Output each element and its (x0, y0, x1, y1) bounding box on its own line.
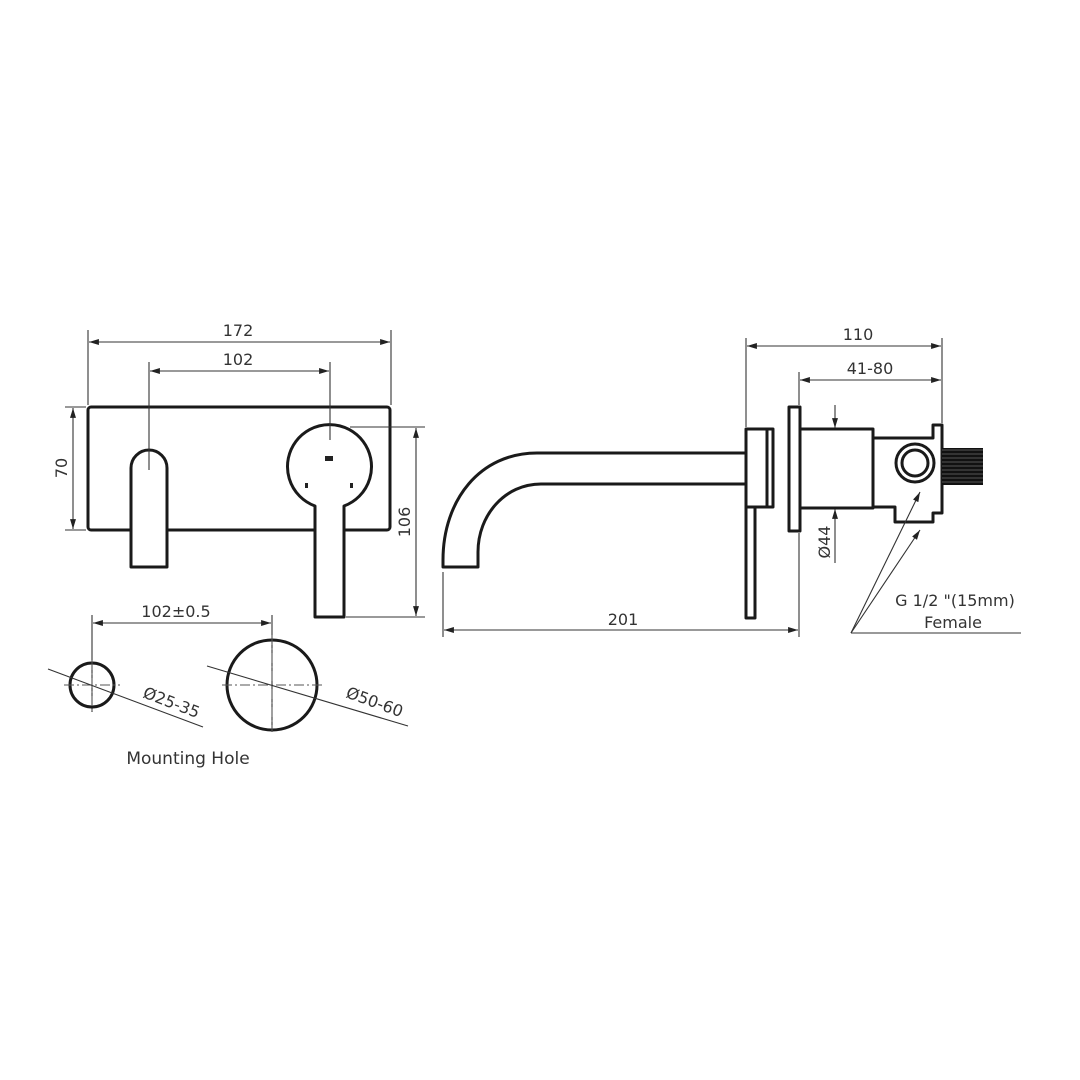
dim-depth: 110 (843, 325, 874, 344)
handle-mark-h (305, 483, 308, 488)
side-view: 110 41-80 Ø44 201 G 1/2 "(15mm) Female (441, 325, 1021, 637)
mixer-handle (286, 423, 373, 619)
front-view: 172 102 70 106 (52, 321, 425, 619)
escutcheon (744, 427, 769, 509)
dim-overall-width: 172 (223, 321, 254, 340)
leader-large-hole (206, 665, 409, 727)
dim-large-hole: Ø50-60 (344, 683, 406, 721)
spout-front (129, 448, 169, 569)
dim-spout-reach: 201 (608, 610, 639, 629)
spout-side (441, 451, 746, 569)
wall-plate (86, 405, 392, 532)
dim-small-hole: Ø25-35 (141, 683, 203, 722)
valve-body (798, 427, 875, 510)
thread-label-line1: G 1/2 "(15mm) (895, 591, 1015, 610)
threaded-inlet (942, 448, 983, 485)
flange (787, 405, 802, 533)
handle-mark-top (325, 456, 333, 461)
mounting-hole-view: 102±0.5 Ø25-35 Ø50-60 Mounting Hole (47, 602, 409, 769)
dim-body-diameter: Ø44 (815, 526, 834, 559)
dim-spacing: 102±0.5 (141, 602, 210, 621)
mounting-hole-label: Mounting Hole (126, 749, 249, 769)
dim-total-height: 106 (395, 507, 414, 538)
dim-centers: 102 (223, 350, 254, 369)
lever (744, 507, 757, 620)
inlet-bore (900, 448, 930, 478)
dim-wall-range: 41-80 (847, 359, 894, 378)
ring (765, 427, 775, 509)
connector-body (871, 423, 944, 524)
handle-mark-c (350, 483, 353, 488)
leader-small-hole (47, 668, 204, 728)
thread-label-line2: Female (924, 613, 982, 632)
inlet-ring (894, 442, 936, 484)
dim-plate-height: 70 (52, 458, 71, 478)
